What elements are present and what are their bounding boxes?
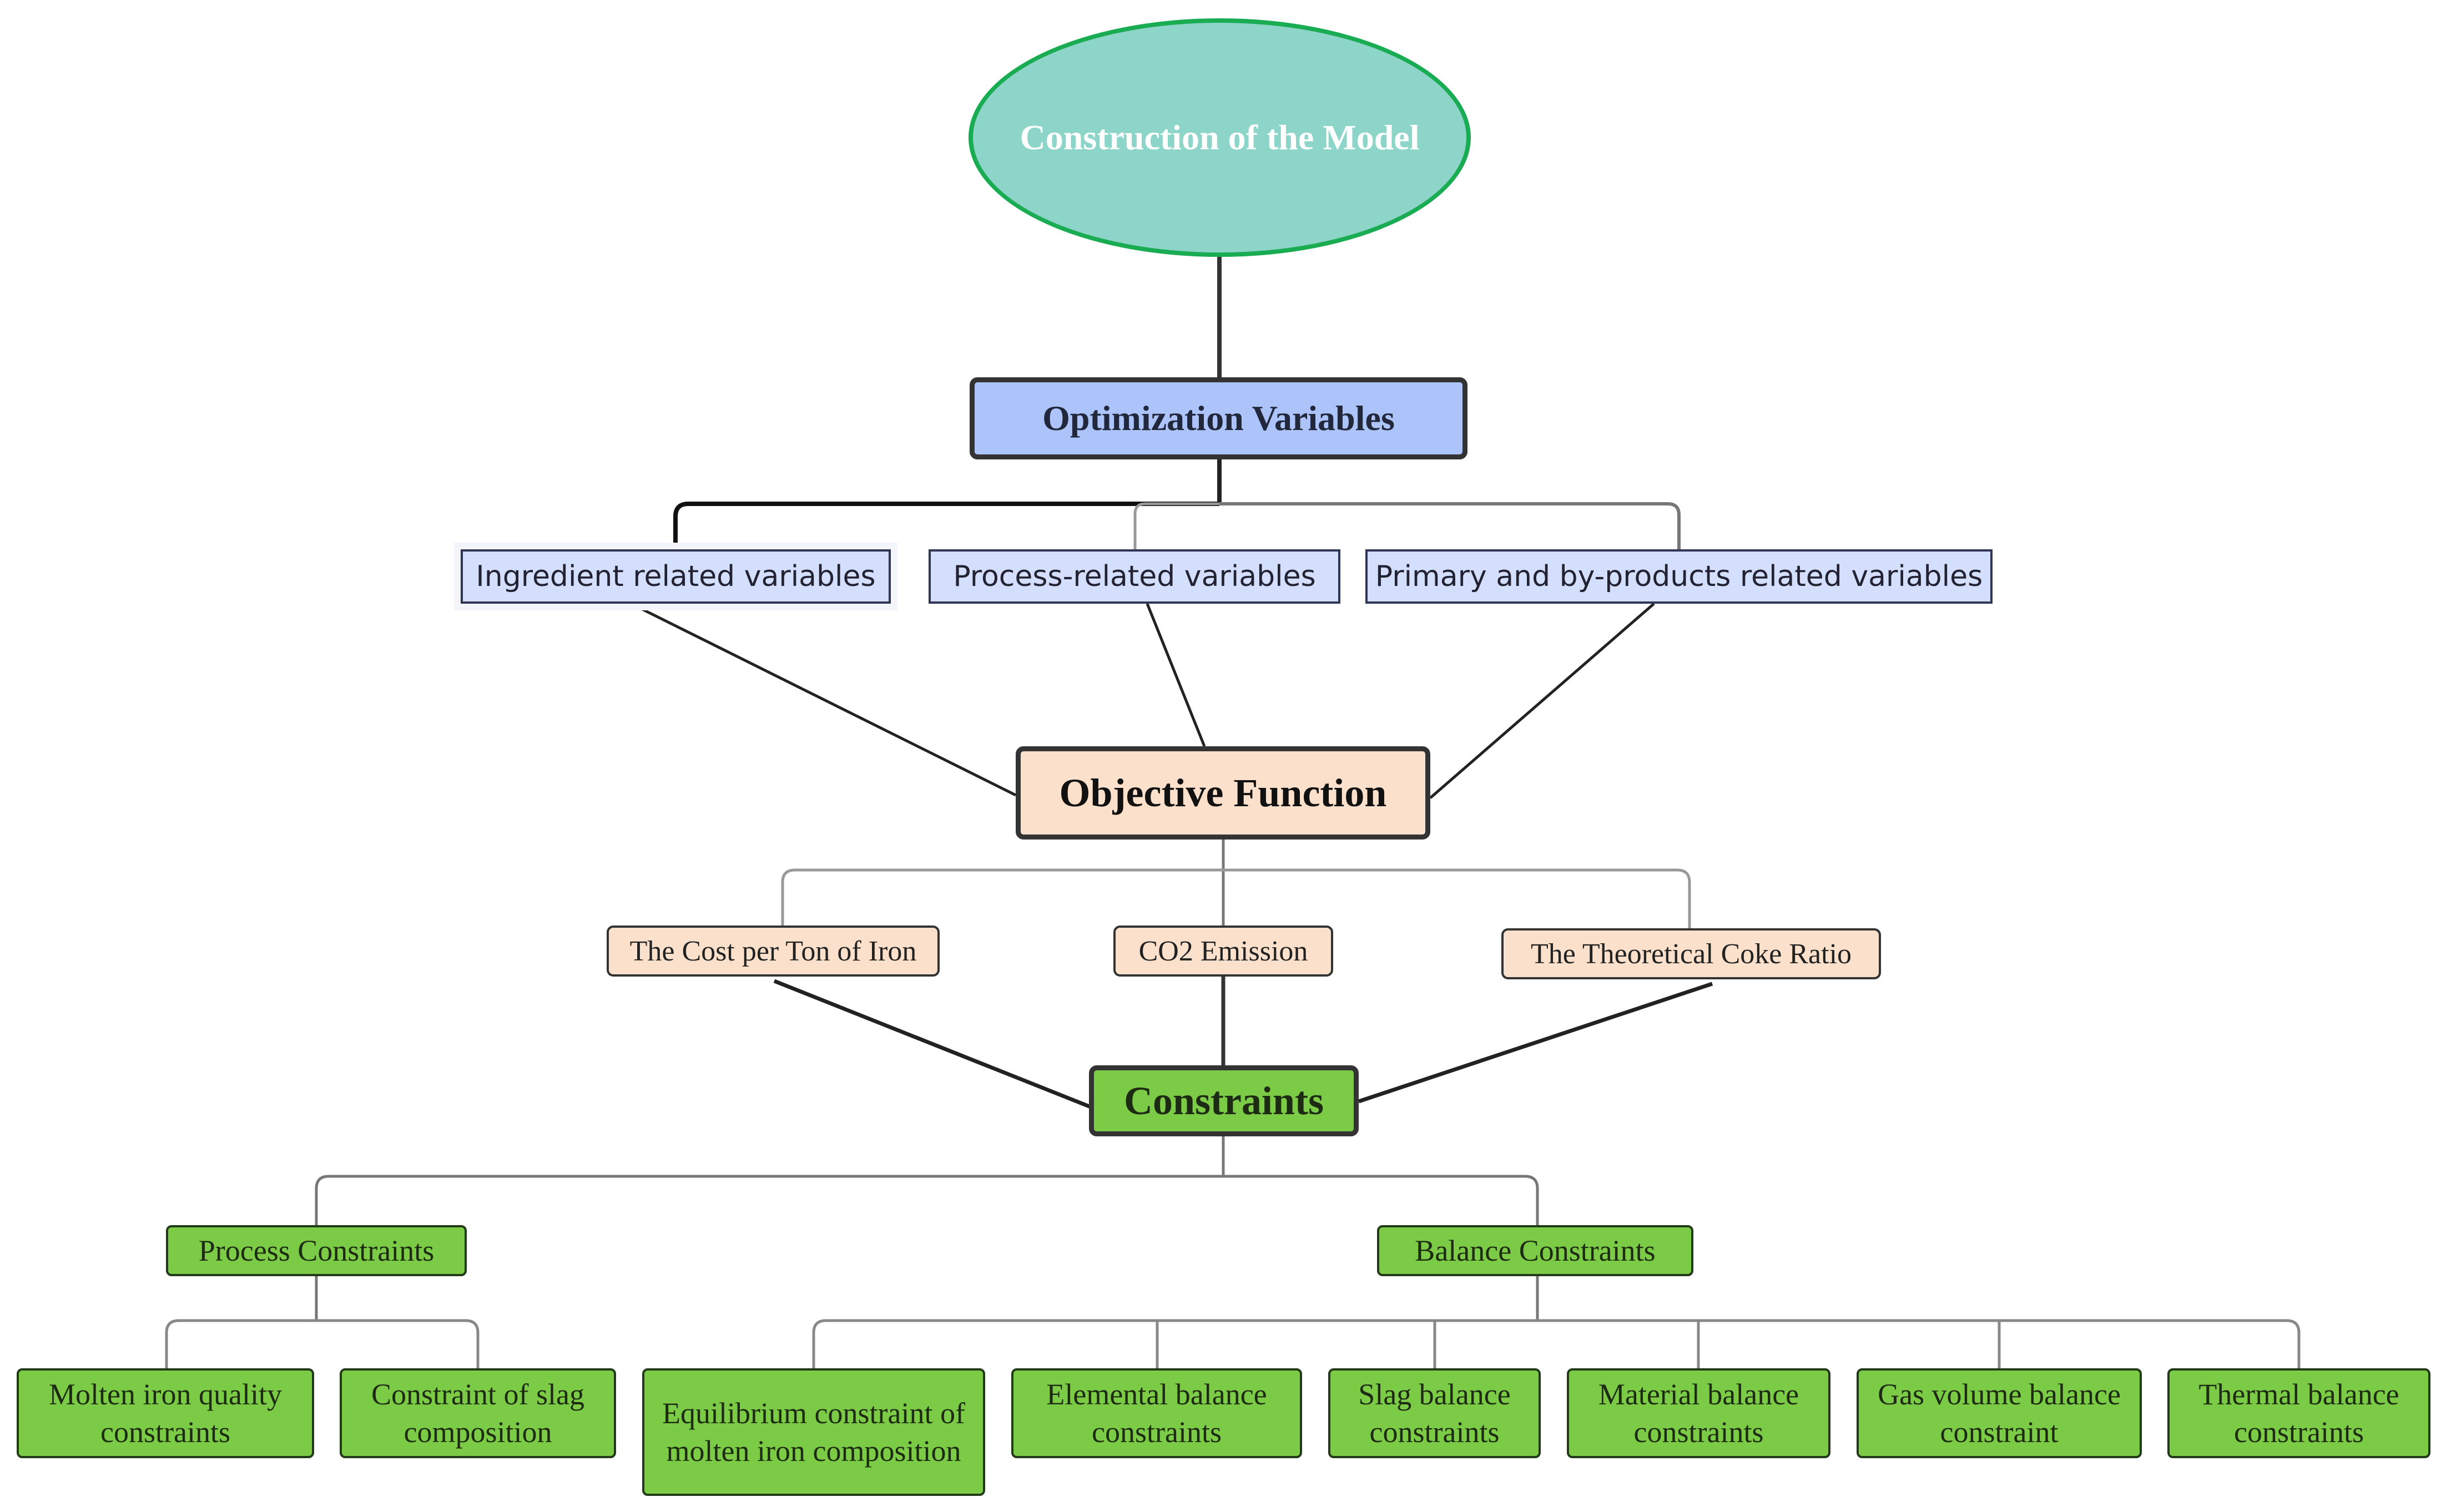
thermal-balance-label: Thermal balance constraints [2198,1377,2399,1449]
optimization-variables-label: Optimization Variables [1042,398,1395,438]
objective-function-label: Objective Function [1059,770,1387,815]
connector-optvar-left [673,502,1219,549]
process-constraints-label: Process Constraints [198,1234,435,1267]
gas-volume-balance-label: Gas volume balance constraint [1878,1377,2121,1449]
balance-constraints-label: Balance Constraints [1415,1234,1656,1267]
connector-constraints-sides [315,1175,1539,1225]
variable-ingredient: Ingredient related variables [461,549,891,604]
slag-composition-label: Constraint of slag composition [371,1377,584,1449]
material-balance-constraints: Material balance constraints [1567,1368,1830,1458]
variable-ingredient-label: Ingredient related variables [476,560,876,593]
variable-process: Process-related variables [929,549,1340,604]
molten-iron-quality-constraints: Molten iron quality constraints [17,1368,314,1458]
slag-composition-constraint: Constraint of slag composition [340,1368,616,1458]
balance-constraints-node: Balance Constraints [1377,1225,1693,1276]
connector-optvar-middle [1133,502,1219,549]
equilibrium-constraint-label: Equilibrium constraint of molten iron co… [662,1396,965,1468]
root-node: Construction of the Model [969,18,1471,257]
elemental-balance-constraints: Elemental balance constraints [1011,1368,1302,1458]
gas-volume-balance-constraint: Gas volume balance constraint [1857,1368,2142,1458]
optimization-variables-node: Optimization Variables [970,377,1467,459]
process-constraints-node: Process Constraints [166,1225,467,1276]
thermal-balance-constraints: Thermal balance constraints [2167,1368,2430,1458]
objective-function-node: Objective Function [1016,746,1430,840]
constraints-label: Constraints [1123,1078,1324,1123]
slag-balance-constraints: Slag balance constraints [1328,1368,1541,1458]
connector-process-objective [1146,603,1206,747]
connector-optvar-right [1219,502,1681,549]
connector-objective-sides [781,868,1691,928]
equilibrium-constraint: Equilibrium constraint of molten iron co… [642,1368,985,1496]
variable-process-label: Process-related variables [953,560,1316,593]
objective-co2-label: CO2 Emission [1138,935,1308,967]
connector-ingredient-objective [630,602,1017,797]
connector-process-sides [165,1319,480,1368]
connector-coke-constraints [1358,982,1713,1104]
objective-cost-label: The Cost per Ton of Iron [629,935,917,967]
connector-balance-sides [812,1319,2301,1368]
objective-coke-ratio: The Theoretical Coke Ratio [1501,928,1881,979]
elemental-balance-label: Elemental balance constraints [1046,1377,1267,1449]
root-label: Construction of the Model [1020,118,1420,157]
slag-balance-label: Slag balance constraints [1358,1377,1511,1449]
connector-cost-constraints [773,979,1092,1109]
objective-coke-ratio-label: The Theoretical Coke Ratio [1530,938,1852,970]
constraints-node: Constraints [1089,1065,1359,1136]
connector-products-objective [1429,603,1655,799]
material-balance-label: Material balance constraints [1598,1377,1799,1449]
variable-products-label: Primary and by-products related variable… [1375,560,1983,593]
variable-products: Primary and by-products related variable… [1365,549,1993,604]
objective-co2: CO2 Emission [1113,926,1333,977]
molten-iron-quality-label: Molten iron quality constraints [49,1377,282,1449]
objective-cost: The Cost per Ton of Iron [607,926,940,977]
